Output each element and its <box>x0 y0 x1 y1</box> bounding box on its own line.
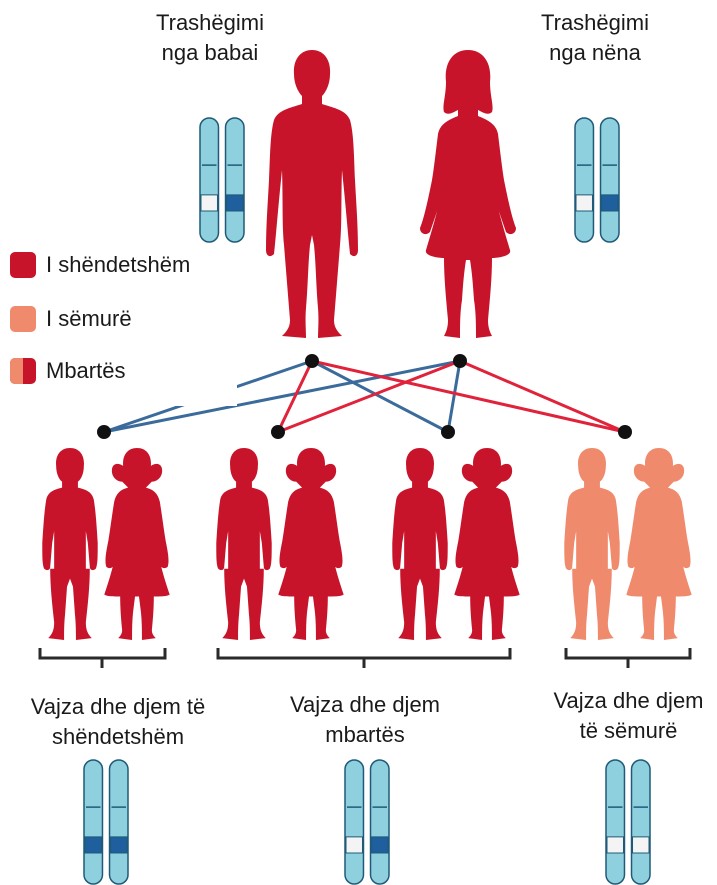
junction-dot-0 <box>305 354 319 368</box>
child-girl-2 <box>104 448 169 640</box>
label-mother-line2: nga nëna <box>510 38 680 68</box>
chromosome-sick <box>606 760 650 884</box>
father-figure <box>266 50 358 338</box>
child-boy-1 <box>42 448 97 640</box>
legend-item-sick: I sëmurë <box>36 304 132 334</box>
legend-swatch-sick <box>10 306 36 332</box>
mother-figure <box>420 50 516 338</box>
label-group-carrier-line1: Vajza dhe djem <box>260 690 470 720</box>
junction-dot-3 <box>271 425 285 439</box>
line-father-child4 <box>312 361 625 432</box>
chromosomes <box>84 118 650 884</box>
label-mother: Trashëgimi nga nëna <box>510 8 680 68</box>
junction-dot-2 <box>97 425 111 439</box>
junction-dot-1 <box>453 354 467 368</box>
label-group-sick: Vajza dhe djem të sëmurë <box>540 686 717 746</box>
child-boy-3 <box>216 448 271 640</box>
legend-label-healthy: I shëndetshëm <box>46 252 190 278</box>
label-group-sick-line2: të sëmurë <box>540 716 717 746</box>
line-mother-child3 <box>448 361 460 432</box>
legend-swatch-carrier <box>10 358 36 384</box>
chromosome-healthy <box>84 760 128 884</box>
legend-item-healthy: I shëndetshëm <box>36 250 190 280</box>
line-mother-child4 <box>460 361 625 432</box>
label-group-carrier-line2: mbartës <box>260 720 470 750</box>
legend-label-carrier: Mbartës <box>46 358 125 384</box>
label-father-line1: Trashëgimi <box>125 8 295 38</box>
children <box>42 448 691 640</box>
label-group-healthy-line1: Vajza dhe djem të <box>0 692 236 722</box>
legend-swatch-healthy <box>10 252 36 278</box>
junction-dot-5 <box>618 425 632 439</box>
line-father-child3 <box>312 361 448 432</box>
group-brackets <box>40 648 690 668</box>
child-boy-7 <box>564 448 619 640</box>
label-father: Trashëgimi nga babai <box>125 8 295 68</box>
legend-swatches <box>10 252 36 384</box>
child-girl-8 <box>626 448 691 640</box>
bracket-carrier <box>218 648 510 668</box>
bracket-sick <box>566 648 690 668</box>
inheritance-lines <box>97 354 632 439</box>
line-gap <box>165 376 237 406</box>
legend-label-sick: I sëmurë <box>46 306 132 332</box>
child-girl-4 <box>278 448 343 640</box>
label-group-sick-line1: Vajza dhe djem <box>540 686 717 716</box>
label-group-healthy-line2: shëndetshëm <box>0 722 236 752</box>
junction-dot-4 <box>441 425 455 439</box>
chromosome-mother <box>575 118 619 242</box>
label-group-carrier: Vajza dhe djem mbartës <box>260 690 470 750</box>
child-boy-5 <box>392 448 447 640</box>
label-father-line2: nga babai <box>125 38 295 68</box>
label-mother-line1: Trashëgimi <box>510 8 680 38</box>
label-group-healthy: Vajza dhe djem të shëndetshëm <box>0 692 236 752</box>
chromosome-father <box>200 118 244 242</box>
parents <box>266 50 516 338</box>
chromosome-carrier <box>345 760 389 884</box>
child-girl-6 <box>454 448 519 640</box>
legend-item-carrier: Mbartës <box>36 356 125 386</box>
bracket-healthy <box>40 648 165 668</box>
